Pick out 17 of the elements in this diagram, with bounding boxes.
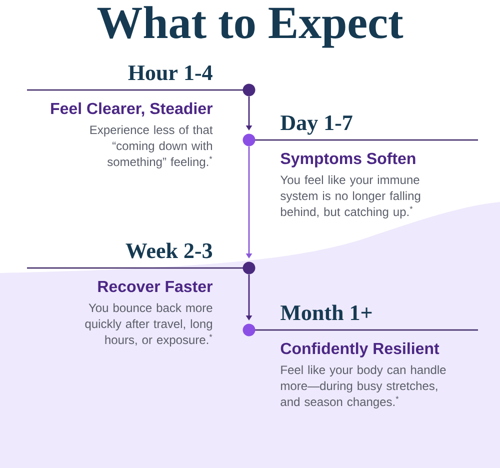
- timeline-dot: [242, 84, 256, 96]
- title: What to Expect: [97, 6, 404, 48]
- timeline-dot: [242, 324, 256, 336]
- timeline-dot: [242, 262, 256, 274]
- period-heading: Week 2-3: [126, 242, 212, 258]
- description-text: Experience less of that “coming down with something” feeling.$^{*}$: [90, 125, 213, 168]
- period-heading: Day 1-7: [280, 115, 352, 135]
- description-text: You bounce back more quickly after travel, long hours, or exposure.$^{*}$: [85, 303, 212, 346]
- step-title: Recover Faster: [98, 280, 213, 292]
- timeline-dot: [242, 134, 256, 146]
- description-text: Feel like your body can handle more—during busy stretches, and season changes.$^{*}$: [280, 365, 446, 408]
- period-heading: Month 1+: [280, 304, 372, 320]
- description-text: You feel like your immune system is no longer falling behind, but catching up.$^{*}$: [280, 175, 420, 218]
- step-title: Symptoms Soften: [280, 152, 416, 168]
- step-title: Feel Clearer, Steadier: [51, 102, 213, 116]
- period-heading: Hour 1-4: [128, 65, 212, 80]
- step-title: Confidently Resilient: [280, 342, 440, 358]
